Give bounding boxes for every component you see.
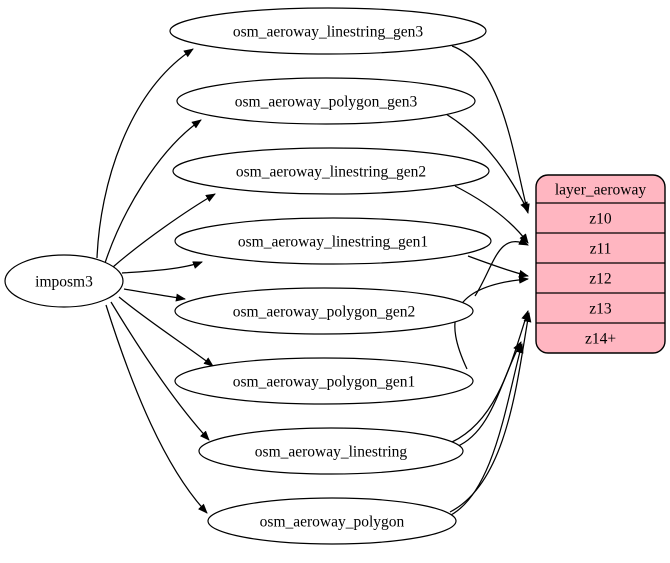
node-label-imposm3: imposm3 <box>35 274 93 291</box>
layer-row-z12: z12 <box>589 271 611 288</box>
node-ellipse-osm_aeroway_linestring_gen3 <box>169 7 487 55</box>
node-ellipse-osm_aeroway_polygon_gen1 <box>174 357 474 405</box>
node-osm_aeroway_linestring_gen3: osm_aeroway_linestring_gen3 <box>169 7 487 55</box>
node-osm_aeroway_polygon_gen1: osm_aeroway_polygon_gen1 <box>174 357 474 405</box>
edge-osm_aeroway_linestring_gen2-to-z11 <box>454 185 529 244</box>
node-ellipse-osm_aeroway_linestring_gen1 <box>174 217 492 265</box>
node-label-osm_aeroway_polygon_gen1: osm_aeroway_polygon_gen1 <box>233 374 416 391</box>
layer-table-title: layer_aeroway <box>555 182 646 199</box>
node-ellipse-osm_aeroway_polygon_gen3 <box>176 77 476 125</box>
node-osm_aeroway_linestring: osm_aeroway_linestring <box>198 427 464 475</box>
layer-row-z11: z11 <box>590 241 612 258</box>
layer-row-z13: z13 <box>589 301 612 318</box>
edge-imposm3-to-osm_aeroway_polygon_gen3 <box>104 119 202 264</box>
node-layer-aeroway-table: layer_aeroway z10 z11 z12 z13 z14+ <box>535 174 666 354</box>
node-label-osm_aeroway_polygon: osm_aeroway_polygon <box>260 514 405 531</box>
node-ellipse-imposm3 <box>4 254 124 308</box>
edge-imposm3-to-osm_aeroway_linestring_gen2 <box>112 193 216 268</box>
node-osm_aeroway_linestring_gen1: osm_aeroway_linestring_gen1 <box>174 217 492 265</box>
edge-osm_aeroway_linestring_gen3-to-z10 <box>451 45 530 214</box>
layer-table-background <box>535 174 666 354</box>
edge-osm_aeroway_polygon-to-z14+ <box>446 343 524 518</box>
layer-row-z10: z10 <box>589 211 612 228</box>
edge-osm_aeroway_polygon_gen1-to-z12 <box>454 275 529 370</box>
node-ellipse-osm_aeroway_linestring_gen2 <box>172 147 490 195</box>
edge-imposm3-to-osm_aeroway_polygon_gen1 <box>118 296 214 367</box>
node-ellipse-osm_aeroway_linestring <box>198 427 464 475</box>
edge-osm_aeroway_linestring-to-z14+ <box>455 341 522 448</box>
edge-osm_aeroway_polygon_gen2-to-z11 <box>474 237 529 297</box>
edge-imposm3-to-osm_aeroway_linestring <box>110 301 210 441</box>
node-label-osm_aeroway_linestring_gen3: osm_aeroway_linestring_gen3 <box>233 24 424 41</box>
node-osm_aeroway_polygon: osm_aeroway_polygon <box>207 497 457 545</box>
node-osm_aeroway_linestring_gen2: osm_aeroway_linestring_gen2 <box>172 147 490 195</box>
edge-osm_aeroway_polygon_gen3-to-z10 <box>445 113 529 212</box>
node-ellipse-osm_aeroway_polygon <box>207 497 457 545</box>
edge-imposm3-to-osm_aeroway_linestring_gen3 <box>96 48 194 259</box>
edge-imposm3-to-osm_aeroway_linestring_gen1 <box>121 261 203 274</box>
node-label-osm_aeroway_linestring_gen2: osm_aeroway_linestring_gen2 <box>236 164 426 181</box>
edge-imposm3-to-osm_aeroway_polygon <box>105 304 208 514</box>
node-label-osm_aeroway_linestring_gen1: osm_aeroway_linestring_gen1 <box>238 234 428 251</box>
edge-imposm3-to-osm_aeroway_polygon_gen2 <box>123 288 186 302</box>
node-label-osm_aeroway_polygon_gen3: osm_aeroway_polygon_gen3 <box>235 94 418 111</box>
node-osm_aeroway_polygon_gen3: osm_aeroway_polygon_gen3 <box>176 77 476 125</box>
node-label-osm_aeroway_linestring: osm_aeroway_linestring <box>255 444 408 461</box>
node-label-osm_aeroway_polygon_gen2: osm_aeroway_polygon_gen2 <box>233 304 416 321</box>
node-ellipse-osm_aeroway_polygon_gen2 <box>174 287 474 335</box>
edge-osm_aeroway_linestring_gen1-to-z12 <box>467 255 529 278</box>
node-imposm3: imposm3 <box>4 254 124 308</box>
node-osm_aeroway_polygon_gen2: osm_aeroway_polygon_gen2 <box>174 287 474 335</box>
layer-row-z14+: z14+ <box>585 331 616 348</box>
edge-osm_aeroway_polygon-to-z13 <box>449 312 532 513</box>
